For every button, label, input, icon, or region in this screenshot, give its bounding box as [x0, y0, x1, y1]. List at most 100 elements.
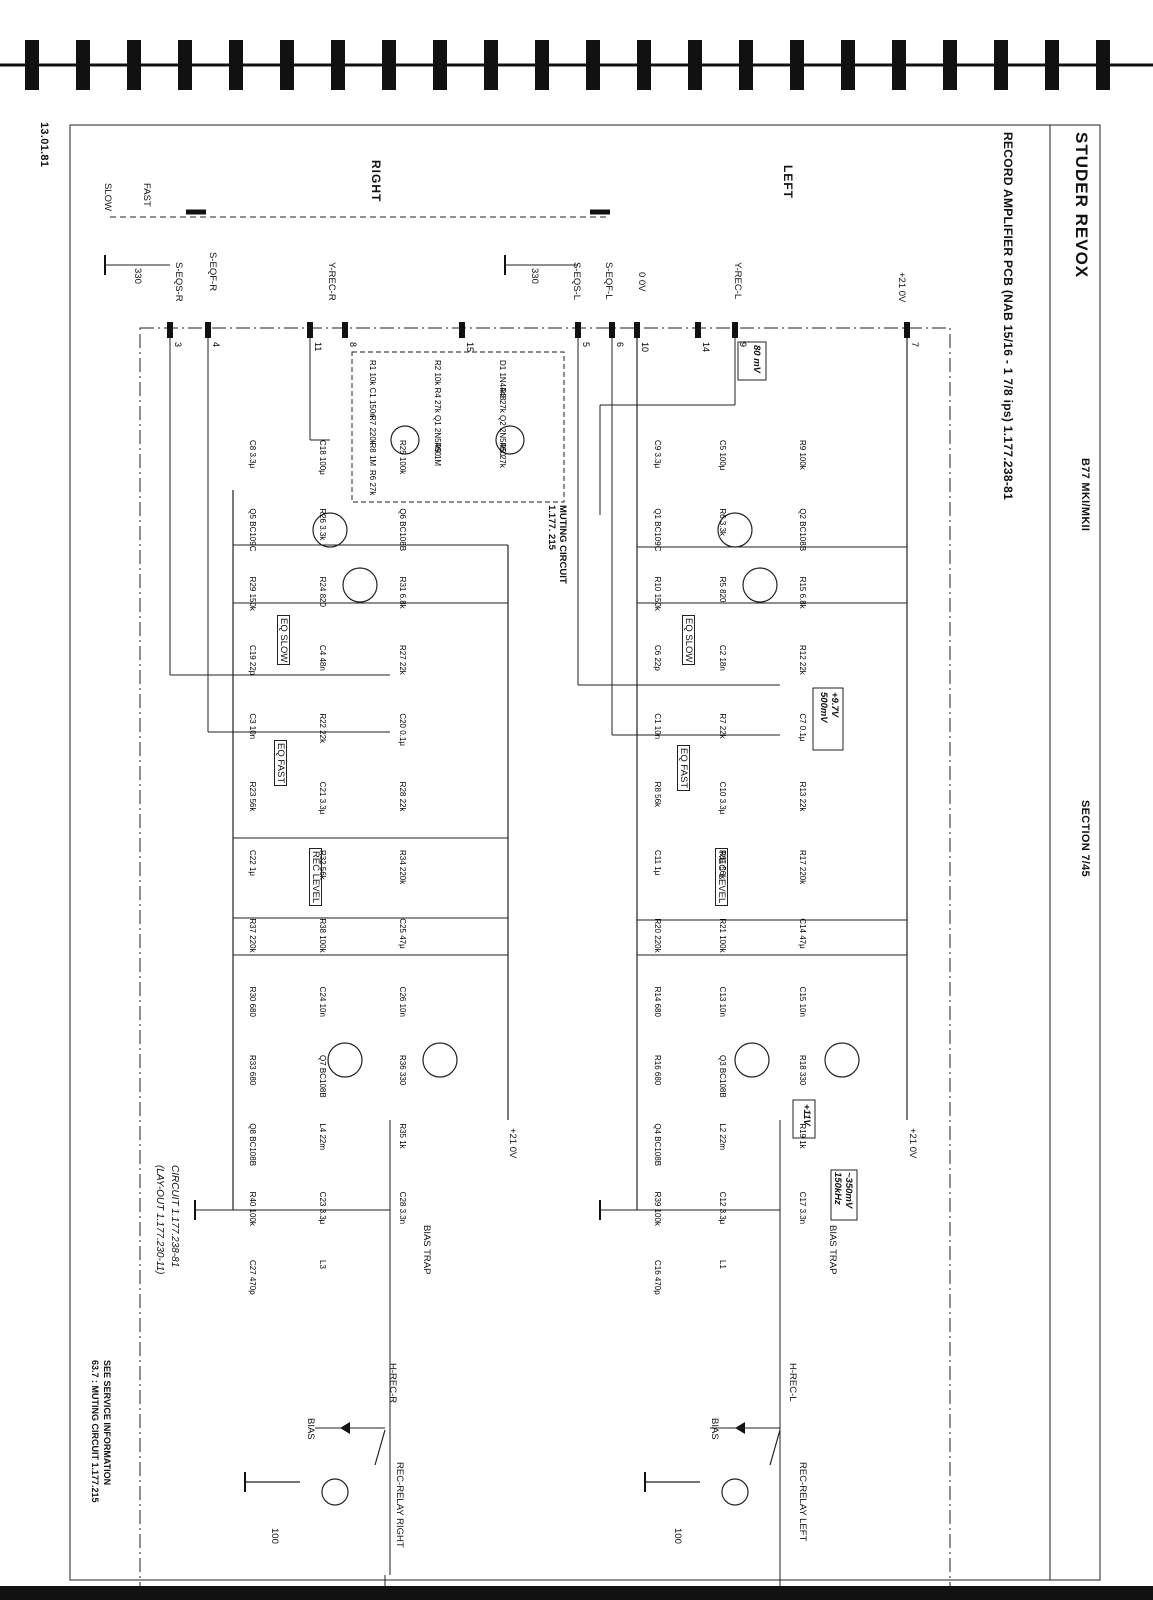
- component-label: C1 10n: [653, 713, 662, 739]
- layout-number-note: (LAY-OUT 1.177.230-11): [154, 1165, 165, 1275]
- service-info-note: SEE SERVICE INFORMATION: [102, 1360, 112, 1486]
- binding-tooth: [586, 40, 600, 90]
- component-label: R19 1k: [798, 1123, 807, 1149]
- label-r100-left: 100: [672, 1528, 683, 1544]
- component-label: Q5 BC109C: [248, 508, 257, 551]
- label-r330-left: 330: [529, 268, 540, 284]
- voltage-9-7v: +9.7V 500mV: [818, 692, 840, 723]
- binding-tooth: [25, 40, 39, 90]
- component-label: Q7 BC108B: [318, 1055, 327, 1098]
- component-label: Q8 BC108B: [248, 1123, 257, 1166]
- component-label: L1: [718, 1260, 727, 1269]
- binding-tooth: [688, 40, 702, 90]
- component-label: C18 100μ: [318, 440, 327, 475]
- pin-number: 9: [738, 342, 748, 347]
- label-s-eqf-r: S-EQF-R: [207, 252, 218, 292]
- connector-pin: [575, 322, 581, 338]
- component-label: R7 22k: [718, 713, 727, 739]
- pin-number: 11: [313, 342, 323, 351]
- component-label: R7 220k: [368, 415, 377, 446]
- binding-tooth: [280, 40, 294, 90]
- connector-pin: [904, 322, 910, 338]
- binding-tooth: [127, 40, 141, 90]
- bottom-edge: [0, 1586, 1153, 1600]
- component-label: L3: [318, 1260, 327, 1269]
- component-label: R22 22k: [318, 713, 327, 744]
- voltage-80mv: 80 mV: [751, 345, 762, 373]
- component-label: Q2 2N5460: [498, 415, 507, 456]
- component-label: Q2 BC108B: [798, 508, 807, 551]
- label-v-rec-r: Y-REC-R: [326, 262, 337, 301]
- component-label: C14 47μ: [798, 918, 807, 949]
- pin-number: 4: [211, 342, 221, 347]
- component-label: C13 10n: [718, 987, 727, 1017]
- component-label: C10 3.3μ: [718, 782, 727, 815]
- connector-pin: [342, 322, 348, 338]
- label-h-rec-l: H-REC-L: [787, 1363, 798, 1402]
- binding-tooth: [994, 40, 1008, 90]
- pin-number: 14: [701, 342, 711, 352]
- component-label: C7 0.1μ: [798, 713, 807, 742]
- component-label: R33 680: [248, 1055, 257, 1086]
- connector-pin: [609, 322, 615, 338]
- binding-tooth: [637, 40, 651, 90]
- component-label: R24 820: [318, 577, 327, 608]
- component-label: R2 10k: [433, 360, 442, 386]
- binding-tooth: [382, 40, 396, 90]
- component-label: C24 10n: [318, 987, 327, 1017]
- binding-tooth: [1045, 40, 1059, 90]
- component-label: R11 56k: [718, 850, 727, 880]
- label-eq-slow-right: EQ SLOW: [277, 615, 290, 666]
- component-label: Q4 BC108B: [653, 1123, 662, 1166]
- component-label: C20 0.1μ: [398, 713, 407, 746]
- component-label: R16 680: [653, 1055, 662, 1086]
- component-label: Q1 BC109C: [653, 508, 662, 551]
- label-r330-right: 330: [132, 268, 143, 284]
- component-label: R14 680: [653, 987, 662, 1018]
- component-label: R29 150k: [248, 577, 257, 612]
- label-supply-right-bottom: +21 0V: [507, 1128, 518, 1159]
- connector-pin: [695, 322, 701, 338]
- voltage-11v: +11V: [801, 1104, 812, 1126]
- component-label: C5 100μ: [718, 440, 727, 471]
- component-label: R6 3.3k: [718, 508, 727, 537]
- relay-symbols: [245, 1429, 781, 1506]
- component-label: L2 22m: [718, 1123, 727, 1150]
- muting-circuit-note: 63.7 : MUTING CIRCUIT 1.177.215: [90, 1360, 100, 1503]
- component-label: R37 220k: [248, 918, 257, 953]
- component-label: C8 3.3μ: [248, 440, 257, 469]
- pin-number: 6: [615, 342, 625, 347]
- binding-tooth: [943, 40, 957, 90]
- circuit-number-note: CIRCUIT 1.177.238-81: [169, 1165, 180, 1268]
- component-label: C26 10n: [398, 987, 407, 1017]
- component-label: R5 27k: [498, 443, 507, 469]
- connector-pin: [307, 322, 313, 338]
- component-label: R27 22k: [398, 645, 407, 676]
- component-label: R13 22k: [798, 782, 807, 813]
- label-relay-right: REC-RELAY RIGHT: [394, 1462, 405, 1548]
- component-label: R10 150k: [653, 577, 662, 612]
- pin-number: 8: [348, 342, 358, 347]
- component-label: C4 48n: [318, 645, 327, 671]
- label-s-eqf-l: S-EQF-L: [603, 262, 614, 300]
- component-label: R40 100k: [248, 1192, 257, 1227]
- component-label: L4 22m: [318, 1123, 327, 1150]
- component-label: R26 3.3k: [318, 508, 327, 541]
- component-label: R8 1M: [368, 443, 377, 467]
- binding-tooth: [433, 40, 447, 90]
- label-s-eqs-r: S-EQS-R: [173, 262, 184, 302]
- label-slow: SLOW: [102, 183, 113, 211]
- component-label: R20 220k: [653, 918, 662, 953]
- binding-tooth: [178, 40, 192, 90]
- component-label: C27 470p: [248, 1260, 257, 1295]
- label-eq-fast-left: EQ FAST: [677, 745, 690, 792]
- component-label: R25 100k: [398, 440, 407, 475]
- connector-pins: 79141065158114321: [167, 322, 920, 352]
- binding-tooth: [76, 40, 90, 90]
- binding-tooth: [841, 40, 855, 90]
- component-label: R9 1M: [433, 443, 442, 467]
